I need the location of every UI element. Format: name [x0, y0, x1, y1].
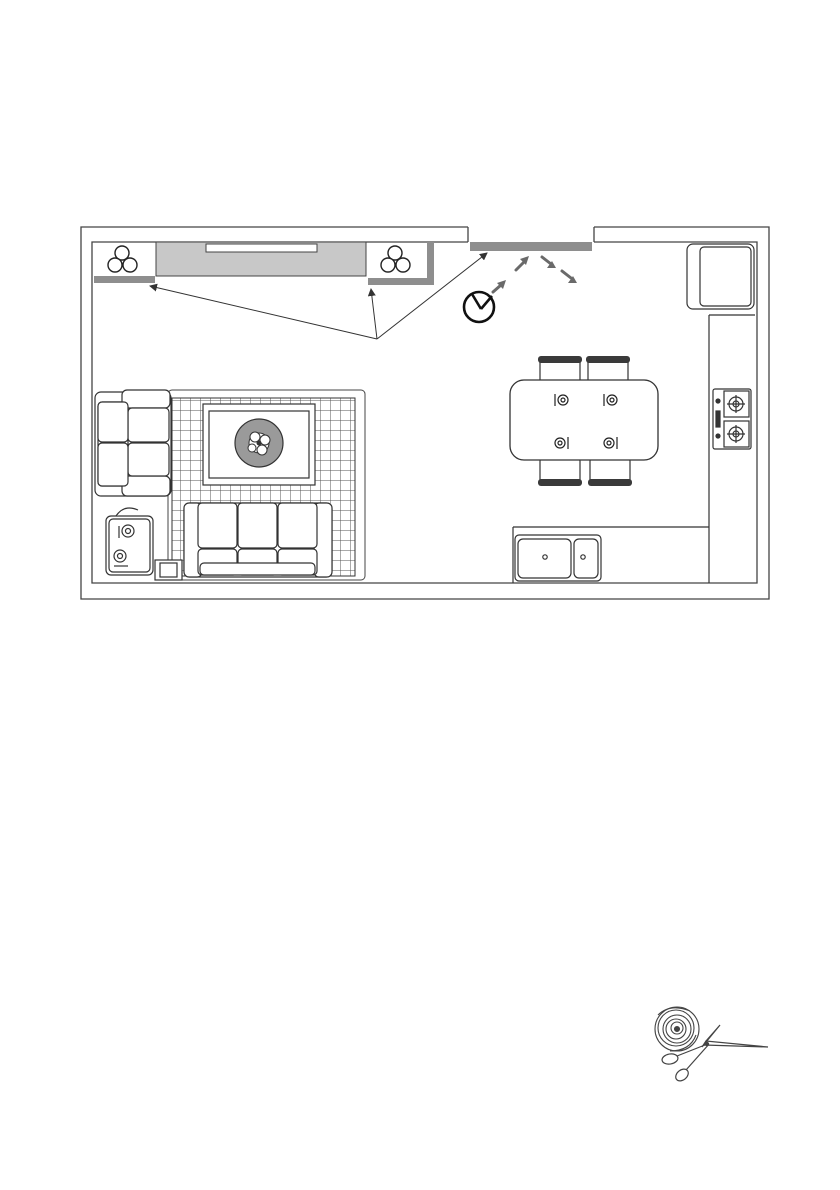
- decoration: [640, 995, 780, 1095]
- tv-cabinet: [156, 242, 366, 276]
- airflow-arrows: [493, 256, 577, 292]
- sink: [515, 535, 601, 581]
- window-left: [94, 276, 155, 283]
- floor-plan: [0, 0, 840, 640]
- dining-table: [510, 380, 658, 460]
- wire-spool-icon: [655, 1007, 699, 1051]
- flower-bowl: [235, 419, 283, 467]
- right-plant: [381, 246, 410, 272]
- window-top: [470, 242, 592, 251]
- gas-hob: [713, 389, 751, 449]
- fridge: [687, 244, 754, 309]
- robot-vacuum: [464, 292, 494, 322]
- left-plant: [108, 246, 137, 272]
